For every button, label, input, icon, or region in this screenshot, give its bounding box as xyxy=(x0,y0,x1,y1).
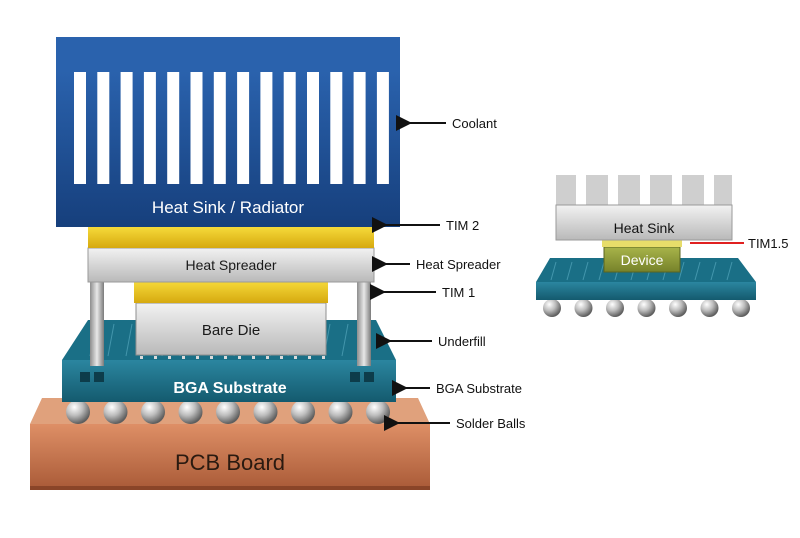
heat-spreader-label: Heat Spreader xyxy=(185,257,276,273)
trace-line xyxy=(107,323,115,357)
small-trace-line xyxy=(582,261,589,281)
small-solder-ball xyxy=(574,299,593,317)
bare-die: Bare Die xyxy=(135,302,327,356)
small-solder-ball xyxy=(637,299,656,317)
callout-tim15: TIM1.5 xyxy=(748,236,788,251)
callout-bga-substrate: BGA Substrate xyxy=(436,381,522,396)
solder-ball xyxy=(328,400,353,424)
small-heat-sink: Heat Sink xyxy=(555,174,733,241)
small-heat-sink-fins xyxy=(576,174,714,208)
bga-substrate-label: BGA Substrate xyxy=(173,380,286,397)
trace-line xyxy=(125,323,133,357)
pcb-board-label: PCB Board xyxy=(175,450,285,475)
small-solder-ball xyxy=(543,299,561,317)
heat-spreader: Heat Spreader xyxy=(87,247,375,283)
die-bump xyxy=(210,356,213,359)
small-solder-balls xyxy=(543,299,750,317)
die-bump xyxy=(252,356,255,359)
die-bump xyxy=(280,356,283,359)
die-bump xyxy=(168,356,171,359)
small-trace-line xyxy=(694,261,701,281)
fin-slot xyxy=(74,72,86,184)
fin-slot xyxy=(143,72,156,184)
fin-slot xyxy=(120,72,133,184)
fin-slot xyxy=(167,72,180,184)
heat-sink-radiator: Heat Sink / Radiator xyxy=(56,37,400,227)
substrate-chip xyxy=(80,372,90,382)
small-trace-line xyxy=(550,261,557,281)
die-bump xyxy=(322,356,325,359)
small-fin-slot xyxy=(672,174,682,208)
solder-ball xyxy=(66,400,90,424)
fin-slot xyxy=(97,72,110,184)
solder-ball xyxy=(103,400,128,424)
die-bump xyxy=(238,356,241,359)
callout-labels: Coolant TIM 2 Heat Spreader TIM 1 Underf… xyxy=(370,115,526,431)
die-bump xyxy=(154,356,157,359)
die-bump xyxy=(196,356,199,359)
small-trace-line xyxy=(566,261,573,281)
support-post-right xyxy=(357,282,371,366)
small-trace-line xyxy=(710,261,717,281)
fin-slot xyxy=(213,72,226,184)
die-bump xyxy=(294,356,297,359)
die-bump xyxy=(140,356,143,359)
solder-ball xyxy=(366,400,390,424)
heat-sink-label: Heat Sink / Radiator xyxy=(152,198,304,217)
heat-sink-fins xyxy=(74,72,389,184)
callout-solder-balls: Solder Balls xyxy=(456,416,526,431)
tim2-layer xyxy=(88,227,374,248)
callout-underfill: Underfill xyxy=(438,334,486,349)
trace-line xyxy=(341,323,349,357)
callout-heat-spreader: Heat Spreader xyxy=(416,257,501,272)
fin-slot xyxy=(330,72,343,184)
small-thermal-stack: Device Heat Sink TIM1.5 xyxy=(536,174,788,317)
solder-ball xyxy=(141,400,165,424)
small-fin-slot xyxy=(640,174,650,208)
die-bump xyxy=(182,356,185,359)
small-solder-ball xyxy=(700,299,719,317)
small-solder-ball xyxy=(606,299,624,317)
pcb-board: PCB Board xyxy=(30,398,430,490)
solder-ball xyxy=(253,400,278,424)
die-bump xyxy=(308,356,311,359)
fin-slot xyxy=(376,72,389,184)
small-device-label: Device xyxy=(621,252,664,268)
fin-slot xyxy=(353,72,366,184)
callout-tim2: TIM 2 xyxy=(446,218,479,233)
small-trace-line xyxy=(726,261,733,281)
tim15-layer xyxy=(602,240,682,247)
fin-slot xyxy=(260,72,273,184)
solder-balls xyxy=(66,400,390,424)
substrate-chip xyxy=(350,372,360,382)
small-trace-line xyxy=(678,261,685,281)
tim1-layer xyxy=(134,281,328,303)
callout-coolant: Coolant xyxy=(452,116,497,131)
small-solder-ball xyxy=(732,299,750,317)
substrate-chip xyxy=(94,372,104,382)
small-fin-slot xyxy=(704,174,714,208)
small-trace-line xyxy=(598,261,605,281)
small-heat-sink-label: Heat Sink xyxy=(614,220,676,236)
support-post-left xyxy=(90,282,104,366)
substrate-chip xyxy=(364,372,374,382)
small-solder-ball xyxy=(669,299,687,317)
solder-ball xyxy=(291,400,315,424)
fin-slot xyxy=(237,72,250,184)
solder-ball xyxy=(216,400,240,424)
bare-die-label: Bare Die xyxy=(202,322,260,339)
fin-slot xyxy=(190,72,203,184)
callout-tim1: TIM 1 xyxy=(442,285,475,300)
die-bump xyxy=(266,356,269,359)
fin-slot xyxy=(307,72,319,184)
small-fin-slot xyxy=(608,174,618,208)
small-device: Device xyxy=(603,246,681,273)
small-fin-slot xyxy=(576,174,586,208)
die-bump xyxy=(224,356,227,359)
fin-slot xyxy=(283,72,296,184)
solder-ball xyxy=(178,400,203,424)
